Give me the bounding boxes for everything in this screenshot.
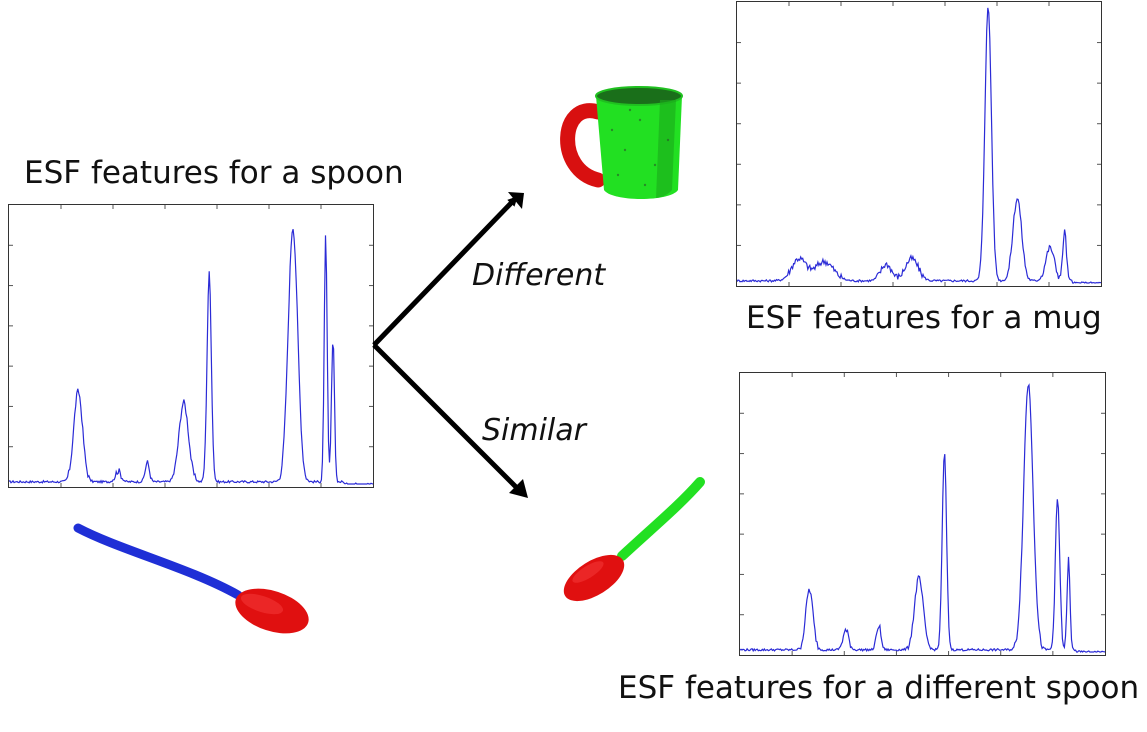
esf-chart-spoon	[9, 205, 373, 487]
esf-plot-mug	[736, 1, 1102, 287]
esf-chart-mug	[737, 2, 1101, 286]
caption-spoon: ESF features for a spoon	[24, 155, 404, 191]
label-similar: Similar	[482, 413, 586, 448]
arrow-similar	[372, 343, 528, 498]
caption-different-spoon: ESF features for a different spoon	[618, 670, 1140, 706]
caption-mug: ESF features for a mug	[746, 300, 1102, 336]
arrow-different	[372, 192, 524, 347]
esf-plot-different-spoon	[739, 372, 1106, 656]
label-different: Different	[472, 258, 606, 293]
spoon-icon	[73, 523, 309, 634]
mug-icon	[560, 86, 683, 199]
esf-chart-different-spoon	[740, 373, 1105, 655]
different-spoon-icon	[563, 477, 705, 602]
esf-series-line	[9, 229, 373, 485]
esf-plot-spoon	[8, 204, 374, 488]
esf-series-line	[740, 383, 1105, 653]
esf-series-line	[737, 7, 1101, 284]
